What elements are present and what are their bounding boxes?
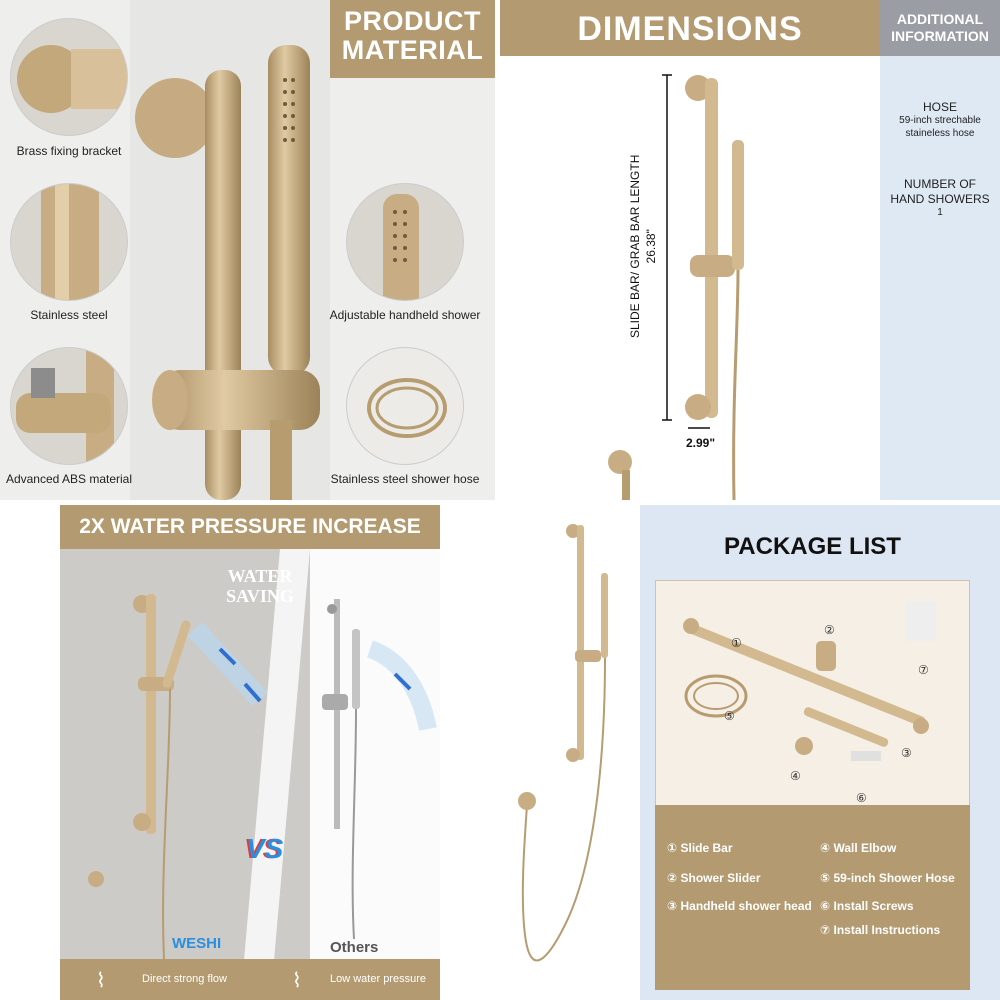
vs-label: VS (246, 833, 284, 864)
additional-info-sidebar: ADDITIONAL INFORMATION HOSE 59-inch stre… (880, 0, 1000, 500)
others-shower-image (322, 599, 437, 940)
marker-1: ① (731, 636, 742, 650)
material-title-line2: MATERIAL (341, 35, 484, 65)
bar-length-label-line2: 26.38" (643, 229, 658, 264)
pressure-footer: ⌇ Direct strong flow ⌇ Low water pressur… (60, 959, 440, 1000)
caption-steel: Stainless steel (30, 308, 108, 322)
package-item: ⑦ Install Instructions (820, 923, 941, 937)
dimensions-panel: DIMENSIONS SLIDE BAR/ GRAB BAR LENGTH 26… (500, 0, 1000, 500)
package-item-list: ① Slide Bar ② Shower Slider ③ Handheld s… (655, 805, 970, 990)
package-list-panel: PACKAGE LIST ① ② ③ ④ ⑤ ⑥ ⑦ ① Slide Bar ②… (505, 505, 1000, 1000)
full-shower-set-image (518, 524, 608, 962)
marker-5: ⑤ (724, 709, 735, 723)
others-product-side: Others (310, 549, 440, 959)
additional-title-line1: ADDITIONAL (896, 11, 984, 27)
bar-length-label: SLIDE BAR/ GRAB BAR LENGTH 26.38" (628, 155, 659, 338)
hose-info-label: HOSE (922, 100, 957, 114)
low-pressure-icon: ⌇ (292, 970, 302, 992)
package-item: ① Slide Bar (667, 841, 733, 855)
marker-3: ③ (901, 746, 912, 760)
material-title-line1: PRODUCT (344, 6, 481, 36)
handheld-detail-image (346, 183, 464, 301)
product-material-panel: PRODUCT MATERIAL Brass fixing bracket St… (0, 0, 495, 500)
foot-left-label: Direct strong flow (142, 973, 227, 985)
caption-bracket: Brass fixing bracket (16, 144, 122, 158)
hose-info-value-line1: 59-inch strechable (899, 115, 981, 126)
package-title: PACKAGE LIST (724, 533, 901, 560)
caption-abs: Advanced ABS material (5, 472, 133, 486)
steel-detail-image (10, 183, 128, 301)
weshi-brand-label: WESHI (172, 935, 222, 952)
additional-info-header: ADDITIONAL INFORMATION (880, 0, 1000, 56)
water-pressure-panel: 2X WATER PRESSURE INCREASE WATER SAVING … (60, 505, 440, 1000)
weshi-product-side: WATER SAVING WESHI (60, 549, 310, 959)
slide-bar-diagram (608, 74, 744, 500)
others-label: Others (330, 939, 379, 956)
caption-hose: Stainless steel shower hose (330, 472, 480, 486)
hose-detail-image (346, 347, 464, 465)
package-item: ⑤ 59-inch Shower Hose (820, 871, 955, 885)
additional-title-line2: INFORMATION (891, 27, 989, 44)
count-label-line1: NUMBER OF (904, 177, 976, 191)
package-item: ⑥ Install Screws (820, 899, 914, 913)
pressure-banner: 2X WATER PRESSURE INCREASE (60, 505, 440, 549)
count-label-line2: HAND SHOWERS (890, 192, 990, 206)
bar-length-label-line1: SLIDE BAR/ GRAB BAR LENGTH (628, 154, 642, 338)
package-item: ③ Handheld shower head (667, 899, 812, 913)
weshi-shower-image (60, 549, 310, 959)
strong-flow-icon: ⌇ (96, 970, 106, 992)
package-item: ④ Wall Elbow (820, 841, 897, 855)
marker-6: ⑥ (856, 791, 867, 805)
hand-shower-count-info: NUMBER OF HAND SHOWERS 1 (880, 177, 1000, 220)
product-material-banner: PRODUCT MATERIAL (330, 0, 495, 78)
marker-7: ⑦ (918, 663, 929, 677)
hose-info: HOSE 59-inch strechable staineless hose (880, 100, 1000, 140)
water-saving-line1: WATER (227, 566, 293, 586)
abs-detail-image (10, 347, 128, 465)
count-value: 1 (937, 207, 943, 218)
foot-right-label: Low water pressure (330, 973, 426, 985)
marker-4: ④ (790, 769, 801, 783)
caption-handheld: Adjustable handheld shower (329, 308, 481, 322)
width-label: 2.99" (686, 436, 716, 450)
water-saving-line2: SAVING (226, 585, 294, 606)
dimensions-banner: DIMENSIONS (500, 0, 880, 56)
water-saving-label: WATER SAVING (210, 566, 310, 607)
hose-info-value-line2: staineless hose (905, 127, 975, 139)
bracket-detail-image (10, 18, 128, 136)
package-item: ② Shower Slider (667, 871, 761, 885)
marker-2: ② (824, 623, 835, 637)
